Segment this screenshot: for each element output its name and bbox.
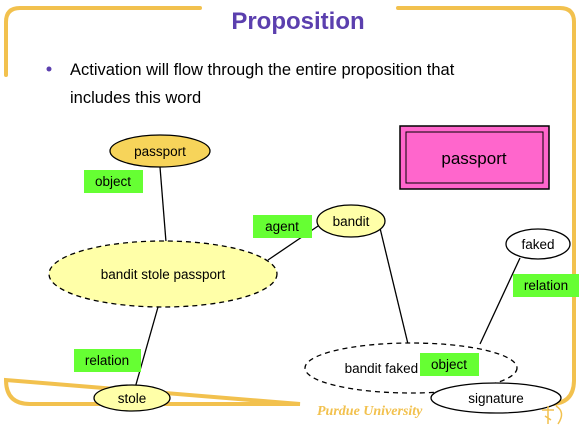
node-signature: signature (430, 382, 562, 414)
node-faked-label: faked (521, 237, 554, 252)
edge-prop1-bandit (267, 221, 325, 261)
node-passport: passport (109, 134, 211, 168)
node-faked: faked (505, 228, 571, 260)
node-stole-label: stole (118, 391, 147, 406)
slide-frame (3, 6, 576, 406)
edge-prop1-stole (134, 299, 161, 389)
edge-prop2-faked (479, 257, 521, 345)
university-logo-icon (542, 405, 563, 425)
edge-bandit-prop2 (378, 223, 409, 345)
label-relation-2-text: relation (524, 278, 568, 293)
node-bandit-label: bandit (333, 214, 370, 229)
label-relation-2: relation (513, 274, 579, 297)
bullet-text-line-2: includes this word (70, 89, 201, 107)
slide-title: Proposition (231, 8, 364, 35)
bullet-dot (46, 66, 52, 72)
label-object-1: object (84, 170, 143, 193)
label-agent-text: agent (265, 219, 299, 234)
node-bandit-stole-passport: bandit stole passport (48, 240, 278, 308)
node-bandit: bandit (316, 204, 386, 238)
node-stole: stole (93, 384, 171, 412)
footer-text: Purdue University (317, 404, 423, 419)
node-prop1-label: bandit stole passport (101, 267, 226, 282)
node-signature-label: signature (468, 391, 524, 406)
label-object-1-text: object (95, 174, 131, 189)
word-box-passport: passport (399, 125, 550, 190)
bullet-text-line-1: Activation will flow through the entire … (70, 61, 455, 79)
label-relation-1-text: relation (85, 353, 129, 368)
label-agent: agent (253, 215, 312, 238)
label-object-2-text: object (431, 357, 467, 372)
node-passport-label: passport (134, 144, 186, 159)
label-relation-1: relation (74, 349, 141, 372)
label-object-2: object (420, 353, 479, 376)
word-box-label: passport (441, 149, 506, 168)
edge-passport-prop1 (159, 166, 167, 243)
